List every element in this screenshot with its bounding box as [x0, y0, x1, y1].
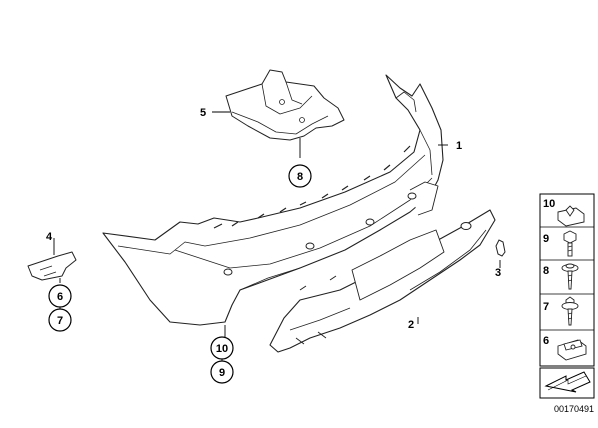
- cap-part: [495, 239, 506, 257]
- callout-7-left-label: 7: [57, 315, 63, 327]
- part-label-1: 1: [456, 140, 462, 152]
- part-label-2: 2: [408, 319, 414, 331]
- legend-item-6-label: 6: [543, 335, 549, 347]
- part-label-4: 4: [46, 231, 53, 243]
- catalogue-arrow-icon: [539, 367, 595, 399]
- callout-9-bottom: 9: [210, 360, 234, 384]
- screw-icon: [561, 296, 579, 326]
- fastener-legend: 10 9 8 7: [539, 193, 595, 367]
- side-bracket: [27, 251, 77, 281]
- leader-lines: [53, 111, 501, 337]
- part-label-5: 5: [200, 107, 206, 119]
- screw-icon: [561, 263, 579, 290]
- callout-6-left: 6: [48, 284, 72, 308]
- spring-nut-icon: [557, 339, 587, 361]
- callout-10-bottom: 10: [210, 336, 234, 360]
- hex-bolt-icon: [563, 230, 577, 257]
- legend-item-9-label: 9: [543, 233, 549, 245]
- callout-7-left: 7: [48, 308, 72, 332]
- legend-item-10-label: 10: [543, 198, 555, 210]
- bumper-bracket: [225, 69, 345, 141]
- bumper-panel: [102, 74, 444, 326]
- callout-9-bottom-label: 9: [219, 367, 225, 379]
- legend-item-8-label: 8: [543, 265, 549, 277]
- diffuser-trim: [269, 209, 496, 353]
- reference-number: 00170491: [554, 404, 594, 414]
- legend-item-7-label: 7: [543, 301, 549, 313]
- callout-8-top: 8: [288, 164, 312, 188]
- clip-nut-icon: [557, 205, 585, 227]
- callout-10-bottom-label: 10: [216, 343, 228, 355]
- callout-8-top-label: 8: [297, 171, 303, 183]
- callout-6-left-label: 6: [57, 291, 63, 303]
- part-label-3: 3: [495, 267, 501, 279]
